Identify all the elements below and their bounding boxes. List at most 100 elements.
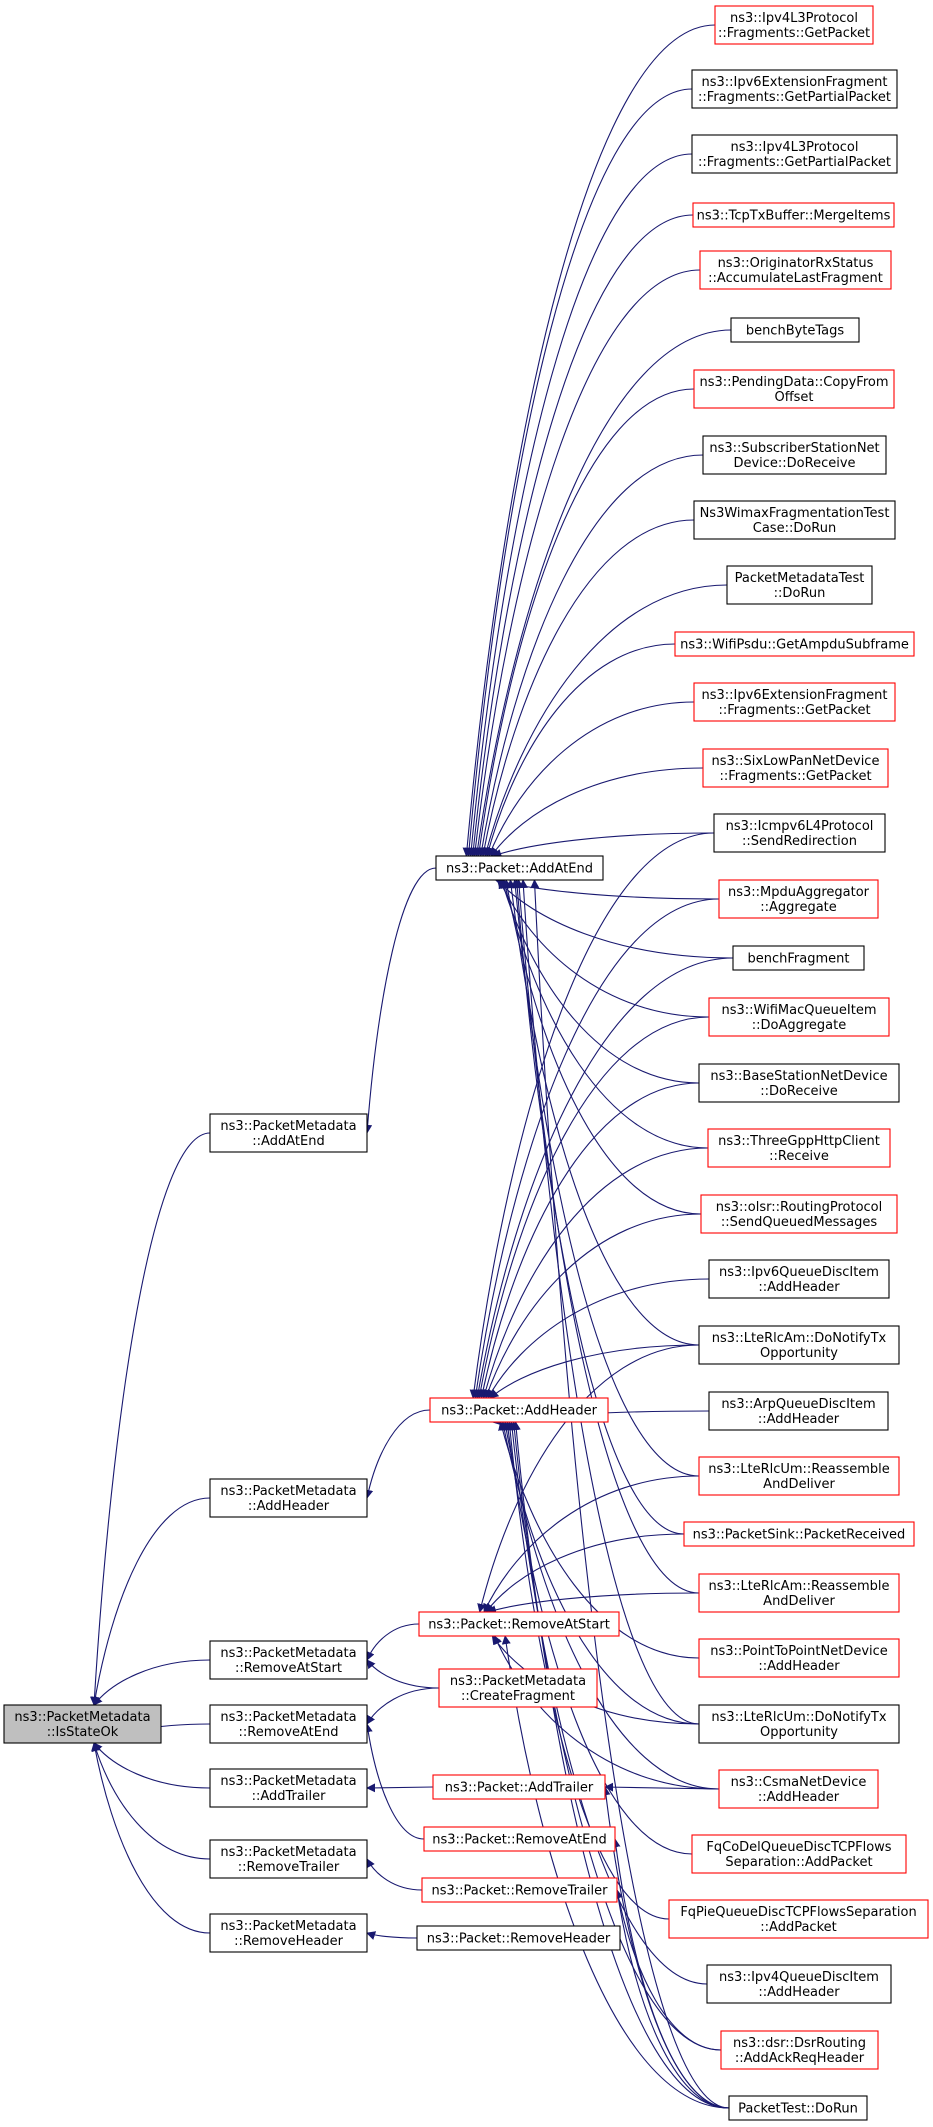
node-pm_addheader[interactable]: ns3::PacketMetadata::AddHeader [209,1478,368,1518]
node-label: ns3::WifiPsdu::GetAmpduSubframe [680,638,909,653]
edge-r14-to-p_addheader [469,832,715,1399]
node-pm_removeatstart[interactable]: ns3::PacketMetadata::RemoveAtStart [209,1640,368,1680]
node-label: ns3::LteRlcAm::DoNotifyTx [712,1331,887,1346]
node-p_addtrailer[interactable]: ns3::Packet::AddTrailer [432,1774,606,1800]
call-edge [489,1344,700,1399]
node-r11[interactable]: ns3::WifiPsdu::GetAmpduSubframe [674,631,915,657]
node-pm_removetrailer[interactable]: ns3::PacketMetadata::RemoveTrailer [209,1839,368,1879]
edge-r33-to-p_removetrailer [614,1889,722,2051]
node-r33[interactable]: ns3::dsr::DsrRouting::AddAckReqHeader [720,2030,879,2070]
edge-r15-to-p_addatend [494,877,720,900]
edge-r16-to-p_addheader [474,957,734,1399]
node-p_removeatend[interactable]: ns3::Packet::RemoveAtEnd [423,1826,616,1852]
node-label: Opportunity [760,1346,838,1361]
node-box [702,435,887,475]
call-edge [476,1016,710,1399]
node-label: benchByteTags [746,324,845,339]
edge-p_removeatend-to-pm_removeatend [363,1723,425,1840]
call-edge [492,832,715,858]
node-r27[interactable]: ns3::PointToPointNetDevice::AddHeader [698,1638,900,1678]
node-label: ::SendQueuedMessages [721,1215,877,1230]
node-p_removeatstart[interactable]: ns3::Packet::RemoveAtStart [418,1611,620,1637]
edge-r16-to-p_addatend [496,879,734,959]
node-r18[interactable]: ns3::BaseStationNetDevice::DoReceive [698,1063,900,1103]
node-r04[interactable]: ns3::TcpTxBuffer::MergeItems [692,202,895,228]
node-label: ns3::olsr::RoutingProtocol [716,1200,883,1215]
node-label: AndDeliver [763,1594,835,1609]
node-pm_removeheader[interactable]: ns3::PacketMetadata::RemoveHeader [209,1913,368,1953]
call-edge [490,767,704,857]
node-label: ns3::BaseStationNetDevice [710,1069,887,1084]
node-r20[interactable]: ns3::olsr::RoutingProtocol::SendQueuedMe… [700,1194,898,1234]
node-r23[interactable]: ns3::ArpQueueDiscItem::AddHeader [708,1391,889,1431]
node-box [708,1259,890,1299]
node-label: ::Fragments::GetPacket [718,26,870,41]
node-r05[interactable]: ns3::OriginatorRxStatus::AccumulateLastF… [699,250,892,290]
node-r03[interactable]: ns3::Ipv4L3Protocol::Fragments::GetParti… [691,134,898,174]
node-r31[interactable]: FqPieQueueDiscTCPFlowsSeparation::AddPac… [668,1899,929,1939]
node-box [698,1063,900,1103]
edge-r09-to-p_addatend [479,519,695,857]
node-r06[interactable]: benchByteTags [730,317,860,343]
node-r16[interactable]: benchFragment [732,945,865,971]
node-r13[interactable]: ns3::SixLowPanNetDevice::Fragments::GetP… [702,748,889,788]
node-r21[interactable]: ns3::Ipv6QueueDiscItem::AddHeader [708,1259,890,1299]
call-edge [363,1723,425,1840]
node-r19[interactable]: ns3::ThreeGppHttpClient::Receive [707,1128,891,1168]
call-edge [487,1278,710,1399]
call-edge [482,584,728,857]
node-box [718,1769,879,1809]
edge-r17-to-p_addheader [476,1016,710,1399]
node-r32[interactable]: ns3::Ipv4QueueDiscItem::AddHeader [706,1964,892,2004]
node-r29[interactable]: ns3::CsmaNetDevice::AddHeader [718,1769,879,1809]
node-box [421,1877,618,1903]
node-r01[interactable]: ns3::Ipv4L3Protocol::Fragments::GetPacke… [714,5,874,45]
node-r08[interactable]: ns3::SubscriberStationNetDevice::DoRecei… [702,435,887,475]
call-edge [483,1475,700,1613]
edge-r02-to-p_addatend [464,88,693,857]
node-r12[interactable]: ns3::Ipv6ExtensionFragment::Fragments::G… [693,682,896,722]
node-p_addheader[interactable]: ns3::Packet::AddHeader [429,1397,609,1423]
node-box [699,250,892,290]
call-edge [462,24,716,857]
node-label: ::AddAckReqHeader [735,2051,865,2066]
node-r25[interactable]: ns3::PacketSink::PacketReceived [683,1521,915,1547]
node-p_removetrailer[interactable]: ns3::Packet::RemoveTrailer [421,1877,618,1903]
node-box [726,565,873,605]
node-r14[interactable]: ns3::Icmpv6L4Protocol::SendRedirection [713,813,886,853]
edge-r33-to-p_addheader [509,1421,722,2051]
node-pm_createfragment[interactable]: ns3::PacketMetadata::CreateFragment [438,1668,598,1708]
node-box [3,1704,162,1744]
node-pm_addatend[interactable]: ns3::PacketMetadata::AddAtEnd [209,1113,368,1153]
edge-r22-to-p_addatend [506,879,700,1346]
node-pm_removeatend[interactable]: ns3::PacketMetadata::RemoveAtEnd [209,1704,368,1744]
edge-p_addatend-to-pm_addatend [363,867,437,1134]
node-r15[interactable]: ns3::MpduAggregator::Aggregate [718,879,879,919]
node-box [674,631,915,657]
node-pm_addtrailer[interactable]: ns3::PacketMetadata::AddTrailer [209,1768,368,1808]
call-edge [477,454,704,857]
node-r10[interactable]: PacketMetadataTest::DoRun [726,565,873,605]
node-label: ns3::WifiMacQueueItem [721,1003,876,1018]
edge-r12-to-p_addatend [487,701,695,857]
call-edge [506,879,700,1346]
node-r02[interactable]: ns3::Ipv6ExtensionFragment::Fragments::G… [691,69,898,109]
node-label: ::AddHeader [758,1412,840,1427]
node-label: Case::DoRun [753,521,836,536]
node-r30[interactable]: FqCoDelQueueDiscTCPFlowsSeparation::AddP… [691,1834,907,1874]
call-edge [464,88,693,857]
node-r17[interactable]: ns3::WifiMacQueueItem::DoAggregate [708,997,890,1037]
node-p_removeheader[interactable]: ns3::Packet::RemoveHeader [416,1925,621,1951]
node-box [691,1834,907,1874]
node-p_addatend[interactable]: ns3::Packet::AddAtEnd [435,855,604,881]
node-label: FqPieQueueDiscTCPFlowsSeparation [680,1905,916,1920]
node-r34[interactable]: PacketTest::DoRun [728,2095,868,2121]
node-box [416,1925,621,1951]
node-label: ns3::Packet::AddHeader [441,1404,597,1419]
